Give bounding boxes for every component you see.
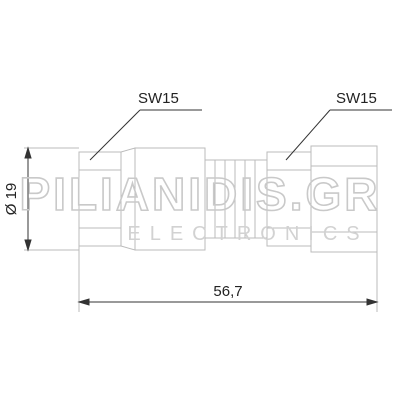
left-hex-body [78,151,122,247]
watermark-sub: ELECTRONICS [127,223,368,245]
diameter-arrow-bottom [24,239,32,252]
sw-left-leader [89,109,141,161]
length-dimension [77,298,379,306]
sw-right-leader [285,109,331,161]
sw-right-label: SW15 [336,90,377,107]
connector-outline [24,145,378,312]
diameter-arrow-top [24,146,32,159]
sw-left-label: SW15 [138,90,179,107]
diameter-dimension [24,146,32,252]
right-end-body [310,145,378,253]
diameter-label: Ø 19 [3,183,20,216]
leader-lines [89,109,392,161]
length-arrow-left [77,298,90,306]
watermark-brand: PILIANIDIS.GR [19,168,380,220]
length-arrow-right [366,298,379,306]
length-label: 56,7 [213,283,242,300]
